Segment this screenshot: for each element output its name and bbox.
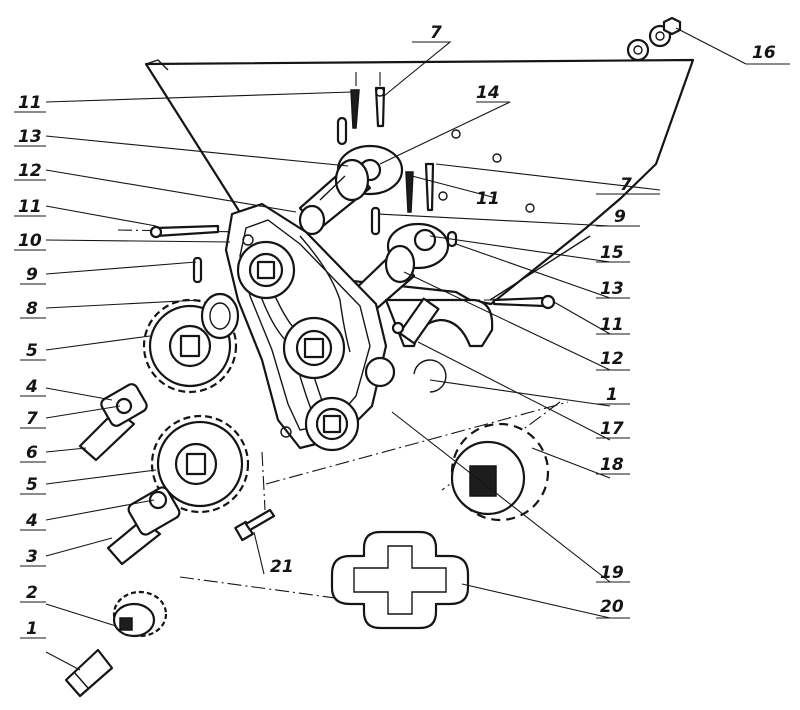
frame-sprocket-lower xyxy=(304,396,360,452)
socket-head-2 xyxy=(112,590,168,638)
bracket-17 xyxy=(364,297,494,393)
callout-1-left: 1 xyxy=(26,619,38,639)
cross-coupling-20 xyxy=(330,530,470,630)
callout-15: 15 xyxy=(600,243,624,263)
callout-9-left: 9 xyxy=(26,265,38,285)
callout-20: 20 xyxy=(600,597,624,617)
callout-10: 10 xyxy=(18,231,42,251)
callout-19: 19 xyxy=(600,563,624,583)
callout-16: 16 xyxy=(752,43,776,63)
callout-2: 2 xyxy=(26,583,38,603)
callout-11-mid-left: 11 xyxy=(18,197,42,217)
callout-6: 6 xyxy=(26,443,38,463)
frame-sprocket-upper xyxy=(236,240,296,300)
callout-5-top: 5 xyxy=(26,341,38,361)
callout-14: 14 xyxy=(476,83,500,103)
callouts-left: 11 13 12 11 10 9 8 5 4 7 6 5 4 3 2 1 xyxy=(18,93,42,639)
callouts-top: 7 14 11 16 21 xyxy=(270,23,776,577)
callout-12-right: 12 xyxy=(600,349,624,369)
callout-17: 17 xyxy=(600,419,624,439)
shaft-1 xyxy=(64,648,114,698)
callout-18: 18 xyxy=(600,455,624,475)
washers-16 xyxy=(626,16,682,62)
callout-21: 21 xyxy=(270,557,294,577)
callout-3: 3 xyxy=(26,547,38,567)
callout-13-left: 13 xyxy=(18,127,42,147)
callout-9-right: 9 xyxy=(614,207,626,227)
callout-7-right: 7 xyxy=(620,175,632,195)
cotter-pin-11-left xyxy=(149,224,220,239)
callout-11-center: 11 xyxy=(476,189,500,209)
bolt-21 xyxy=(234,508,276,542)
callout-13-right: 13 xyxy=(600,279,624,299)
callout-7-top: 7 xyxy=(430,23,442,43)
callout-8: 8 xyxy=(26,299,38,319)
leader-lines xyxy=(45,27,747,671)
callout-1-right: 1 xyxy=(606,385,618,405)
callout-11-right: 11 xyxy=(600,315,624,335)
gear-5-lower xyxy=(150,414,250,514)
gear-5-upper xyxy=(142,256,240,394)
callout-12-left: 12 xyxy=(18,161,42,181)
upper-shaft-assembly xyxy=(298,86,404,236)
callout-4-top: 4 xyxy=(25,377,38,397)
callout-11-top-left: 11 xyxy=(18,93,42,113)
shaft-3 xyxy=(106,486,181,566)
cotter-pin-11-right xyxy=(492,294,556,310)
callout-4-bottom: 4 xyxy=(25,511,38,531)
callout-underlines xyxy=(14,63,790,639)
shaft-6 xyxy=(78,383,148,462)
callout-7-left: 7 xyxy=(26,409,38,429)
sprocket-18 xyxy=(450,422,550,522)
frame-sprocket-middle xyxy=(282,316,346,380)
callout-5-bottom: 5 xyxy=(26,475,38,495)
callouts-right: 7 9 15 13 11 12 1 17 18 19 20 xyxy=(600,175,632,617)
